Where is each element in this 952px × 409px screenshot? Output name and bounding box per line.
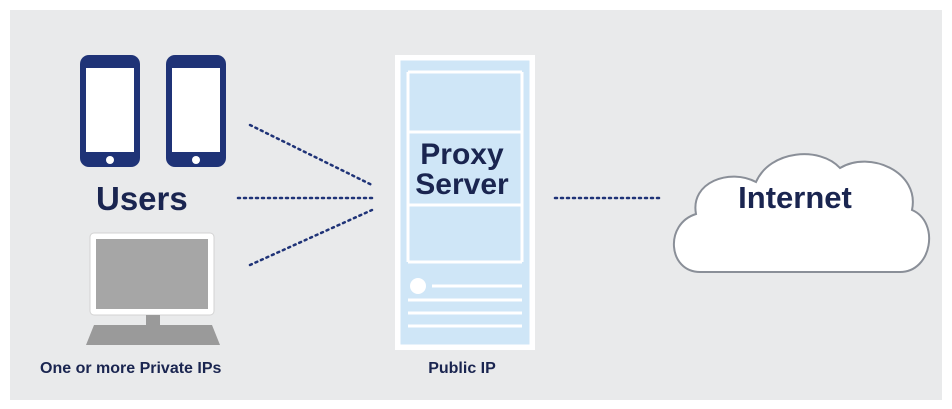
computer-connection-line [248, 208, 374, 267]
users-label: Users [96, 180, 188, 217]
public-ip-label: Public IP [428, 360, 496, 377]
cloud-icon [672, 153, 930, 273]
phone-connection-line [248, 123, 374, 187]
desktop-computer-icon [86, 232, 220, 345]
proxy-server-label-line2: Server [415, 168, 509, 201]
internet-label: Internet [738, 180, 852, 215]
proxy-server-label-line1: Proxy [420, 138, 504, 171]
smartphone-icon [80, 55, 140, 167]
server-tower-icon [395, 55, 535, 350]
connection-lines [236, 123, 662, 267]
private-ips-label: One or more Private IPs [40, 360, 222, 377]
smartphone-icon [166, 55, 226, 167]
proxy-server-label: Proxy Server [400, 140, 524, 200]
